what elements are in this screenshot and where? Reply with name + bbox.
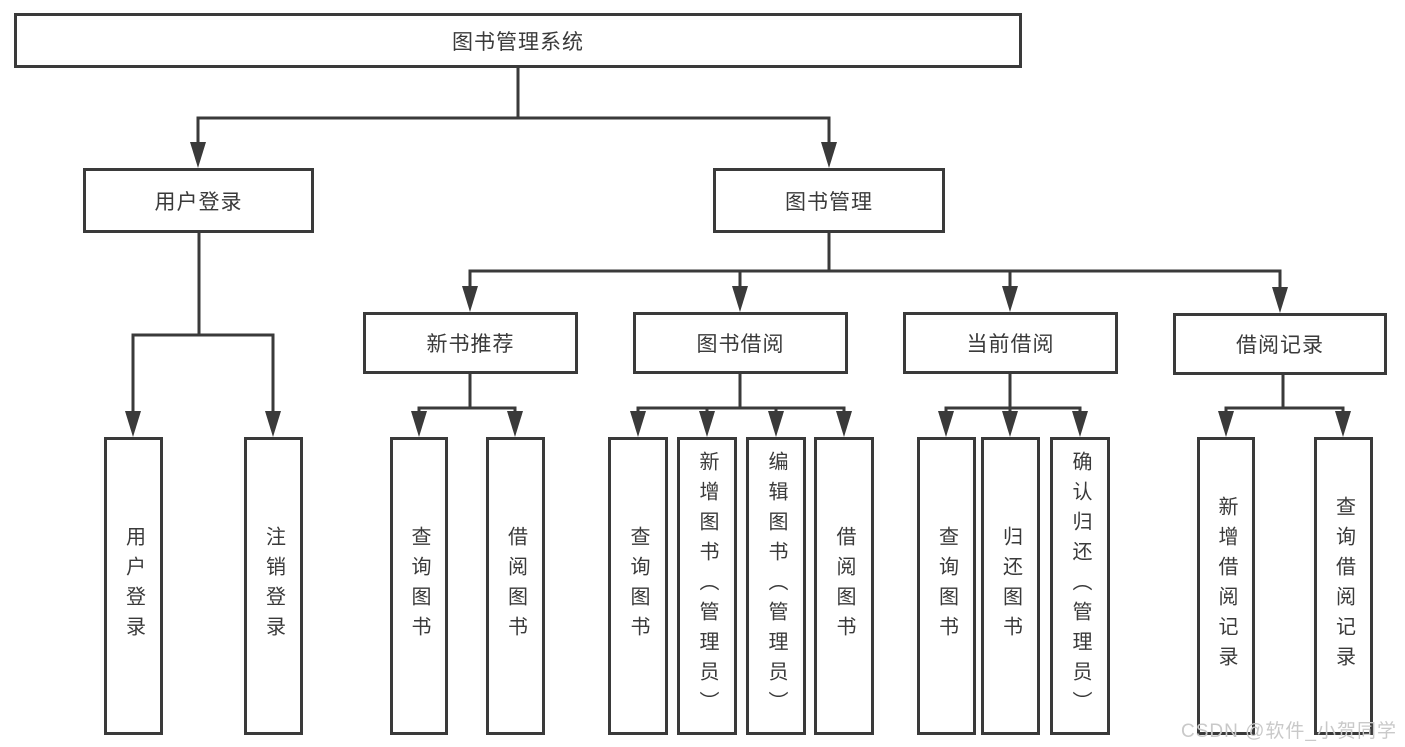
node-current-borrow: 当前借阅: [903, 312, 1118, 374]
node-library-system: 图书管理系统: [14, 13, 1022, 68]
leaf-user-login: 用户登录: [104, 437, 163, 735]
connector-group: [938, 374, 1088, 437]
leaf-borrow-books: 借阅图书: [814, 437, 874, 735]
leaf-add-borrow-record: 新增借阅记录: [1197, 437, 1255, 735]
leaf-borrow-books-recommend: 借阅图书: [486, 437, 545, 735]
node-book-borrow: 图书借阅: [633, 312, 848, 374]
leaf-logout: 注销登录: [244, 437, 303, 735]
leaf-query-books-recommend: 查询图书: [390, 437, 448, 735]
leaf-query-books-current: 查询图书: [917, 437, 976, 735]
node-book-management: 图书管理: [713, 168, 945, 233]
leaf-query-books-borrow: 查询图书: [608, 437, 668, 735]
leaf-return-books: 归还图书: [981, 437, 1040, 735]
node-new-book-recommend: 新书推荐: [363, 312, 578, 374]
connector-group: [411, 374, 523, 437]
connector-group: [462, 233, 1288, 313]
leaf-confirm-return-admin: 确认归还（管理员）: [1050, 437, 1110, 735]
connector-group: [190, 68, 837, 168]
leaf-edit-book-admin: 编辑图书（管理员）: [746, 437, 806, 735]
node-user-login: 用户登录: [83, 168, 314, 233]
leaf-add-book-admin: 新增图书（管理员）: [677, 437, 737, 735]
node-borrow-records: 借阅记录: [1173, 313, 1387, 375]
connector-group: [1218, 375, 1351, 437]
connector-group: [630, 374, 852, 437]
connector-group: [125, 233, 281, 437]
leaf-query-borrow-record: 查询借阅记录: [1314, 437, 1373, 735]
csdn-watermark: CSDN @软件_小贺同学: [1181, 721, 1397, 742]
